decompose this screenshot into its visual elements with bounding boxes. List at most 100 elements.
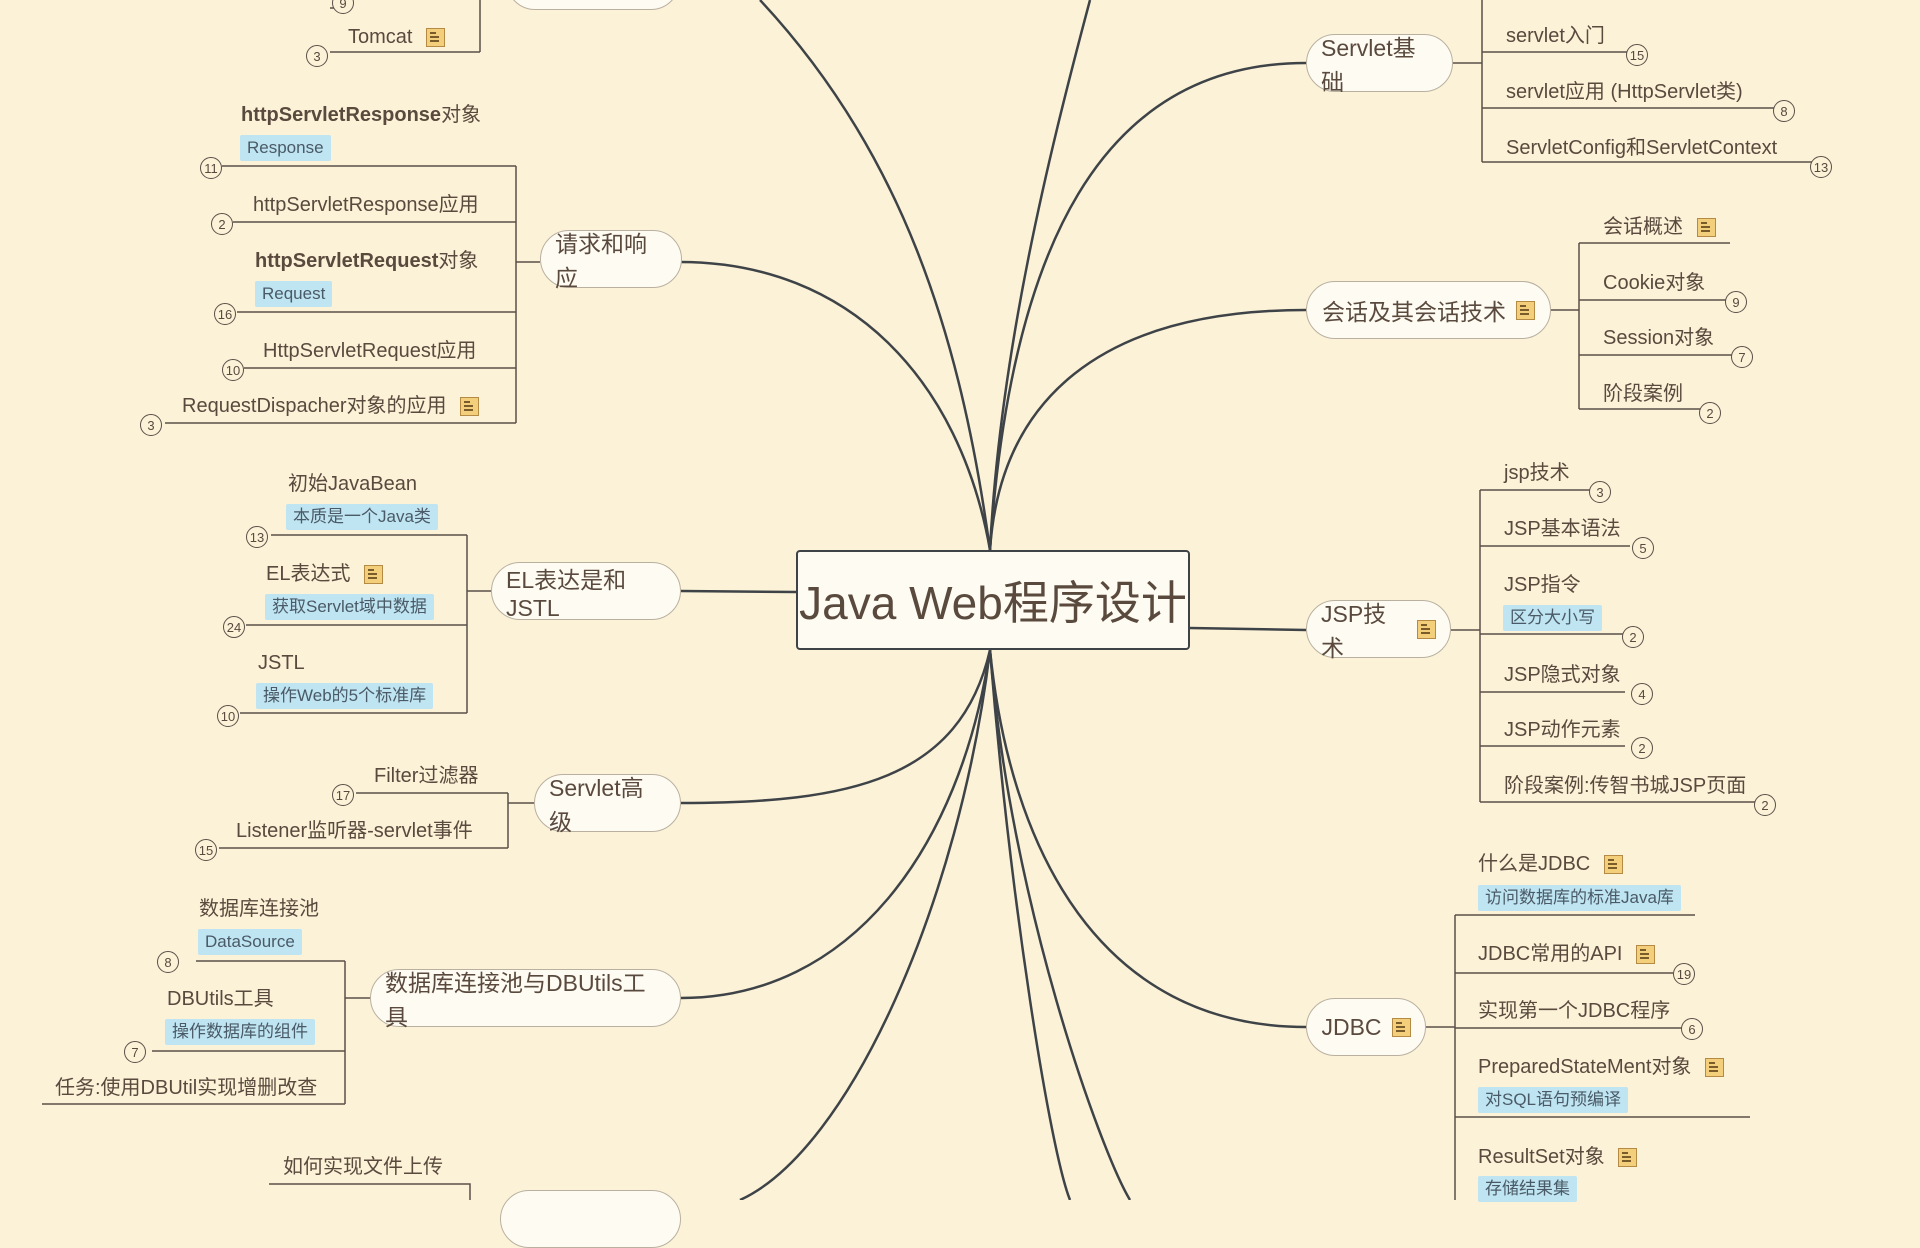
count-badge[interactable]: 2 [211,213,233,235]
count-badge[interactable]: 2 [1754,794,1776,816]
topic-servlet-advanced[interactable]: Servlet高级 [534,774,681,835]
count-badge[interactable]: 8 [1773,100,1795,122]
count-badge[interactable]: 8 [157,951,179,973]
node-jsp-directive[interactable]: JSP指令 [1504,574,1581,596]
label-request: Request [255,281,333,307]
node-servletconfig[interactable]: ServletConfig和ServletContext [1506,137,1778,159]
node-tomcat[interactable]: Tomcat [348,25,446,49]
node-what-is-jdbc-label: 什么是JDBC [1478,853,1591,875]
topic-session[interactable]: 会话及其会话技术 [1306,281,1551,339]
node-servlet-application[interactable]: servlet应用 (HttpServlet类) [1506,81,1743,103]
node-first-jdbc[interactable]: 实现第一个JDBC程序 [1478,1000,1671,1022]
count-badge[interactable]: 19 [1673,963,1695,985]
node-httpservletrequest-app[interactable]: HttpServletRequest应用 [263,340,477,362]
count-badge[interactable]: 7 [124,1041,146,1063]
node-cookie[interactable]: Cookie对象 [1603,272,1706,294]
node-jsp-tech[interactable]: jsp技术 [1504,462,1570,484]
node-jstl[interactable]: JSTL [258,652,305,674]
topic-jsp-label: JSP技术 [1321,601,1387,661]
topic-servlet-basics[interactable]: Servlet基础 [1306,34,1453,95]
node-jsp-action[interactable]: JSP动作元素 [1504,719,1621,741]
node-javabean[interactable]: 初始JavaBean [288,473,417,495]
node-resultset[interactable]: ResultSet对象 [1478,1145,1638,1169]
note-icon[interactable] [460,397,480,417]
count-badge[interactable]: 6 [1681,1018,1703,1040]
label-response: Response [240,135,331,161]
label-servlet-domain: 获取Servlet域中数据 [265,594,434,620]
count-badge[interactable]: 15 [195,839,217,861]
node-jsp-syntax[interactable]: JSP基本语法 [1504,518,1621,540]
note-icon[interactable] [426,28,446,48]
node-bold-part: httpServletResponse [241,104,442,126]
node-connection-pool[interactable]: 数据库连接池 [199,898,319,920]
count-badge[interactable]: 15 [1626,44,1648,66]
topic-request-response-label: 请求和响应 [555,231,647,291]
topic-jsp[interactable]: JSP技术 [1306,600,1451,661]
count-badge[interactable]: 2 [1631,737,1653,759]
count-badge[interactable]: 7 [1731,346,1753,368]
node-jsp-implicit[interactable]: JSP隐式对象 [1504,664,1621,686]
branch-lines [42,0,1820,1200]
count-badge[interactable]: 2 [1699,402,1721,424]
node-dbutils[interactable]: DBUtils工具 [167,988,274,1010]
count-badge[interactable]: 17 [332,784,354,806]
node-jdbc-api[interactable]: JDBC常用的API [1478,942,1656,966]
label-datasource: DataSource [198,929,302,955]
count-badge[interactable]: 5 [1632,537,1654,559]
count-badge[interactable]: 2 [1622,626,1644,648]
count-badge[interactable]: 24 [223,616,245,638]
topic-jdbc[interactable]: JDBC [1306,998,1426,1056]
note-icon[interactable] [364,565,384,585]
topic-el-jstl[interactable]: EL表达是和JSTL [491,562,681,621]
count-badge[interactable]: 13 [1810,156,1832,178]
topic-el-jstl-label: EL表达是和JSTL [506,566,627,621]
node-jsp-case[interactable]: 阶段案例:传智书城JSP页面 [1504,775,1747,797]
count-badge[interactable]: 13 [246,526,268,548]
count-badge[interactable]: 3 [140,414,162,436]
note-icon[interactable] [1391,1017,1411,1037]
topic-partial-bottom-left[interactable] [500,1190,681,1248]
node-session-object[interactable]: Session对象 [1603,327,1715,349]
label-db-std-lib: 访问数据库的标准Java库 [1478,885,1681,911]
node-httpservletrequest-object[interactable]: httpServletRequest对象 [255,249,478,273]
node-el-expression[interactable]: EL表达式 [266,562,384,586]
central-topic-label: Java Web程序设计 [799,577,1187,629]
note-icon[interactable] [1696,218,1716,238]
node-file-upload[interactable]: 如何实现文件上传 [283,1156,443,1178]
node-what-is-jdbc[interactable]: 什么是JDBC [1478,852,1623,876]
count-badge[interactable]: 3 [1589,481,1611,503]
count-badge[interactable]: 9 [1725,291,1747,313]
count-badge[interactable]: 3 [306,45,328,67]
count-badge[interactable]: 4 [1631,683,1653,705]
note-icon[interactable] [1516,300,1535,320]
note-icon[interactable] [1618,1148,1638,1168]
topic-partial-top-left[interactable] [506,0,680,10]
note-icon[interactable] [1603,855,1623,875]
topic-jdbc-label: JDBC [1321,1013,1382,1040]
node-listener[interactable]: Listener监听器-servlet事件 [236,820,473,842]
topic-servlet-advanced-label: Servlet高级 [549,775,644,835]
node-preparedstatement[interactable]: PreparedStateMent对象 [1478,1055,1724,1079]
topic-request-response[interactable]: 请求和响应 [540,230,682,291]
node-session-case[interactable]: 阶段案例 [1603,383,1683,405]
label-sql-precompile: 对SQL语句预编译 [1478,1087,1629,1113]
node-filter[interactable]: Filter过滤器 [374,765,479,787]
note-icon[interactable] [1417,619,1436,639]
node-jdbc-api-label: JDBC常用的API [1478,943,1623,965]
node-el-expression-label: EL表达式 [266,563,351,585]
count-badge[interactable]: 10 [217,705,239,727]
count-badge[interactable]: 11 [200,157,222,179]
node-httpservletresponse-app[interactable]: httpServletResponse应用 [253,194,479,216]
note-icon[interactable] [1636,945,1656,965]
central-topic[interactable]: Java Web程序设计 [796,550,1190,650]
node-session-overview[interactable]: 会话概述 [1603,215,1716,239]
count-badge[interactable]: 10 [222,359,244,381]
mind-map-canvas: Java Web程序设计 9 Tomcat 3 请求和响应 httpServle… [42,0,1832,1248]
node-dbutil-crud-task[interactable]: 任务:使用DBUtil实现增删改查 [55,1077,318,1099]
topic-db-pool[interactable]: 数据库连接池与DBUtils工具 [370,969,681,1030]
node-requestdispacher[interactable]: RequestDispacher对象的应用 [182,394,480,418]
count-badge[interactable]: 16 [214,303,236,325]
node-httpservletresponse-object[interactable]: httpServletResponse对象 [241,103,481,127]
note-icon[interactable] [1705,1058,1724,1078]
node-servlet-intro[interactable]: servlet入门 [1506,25,1605,47]
